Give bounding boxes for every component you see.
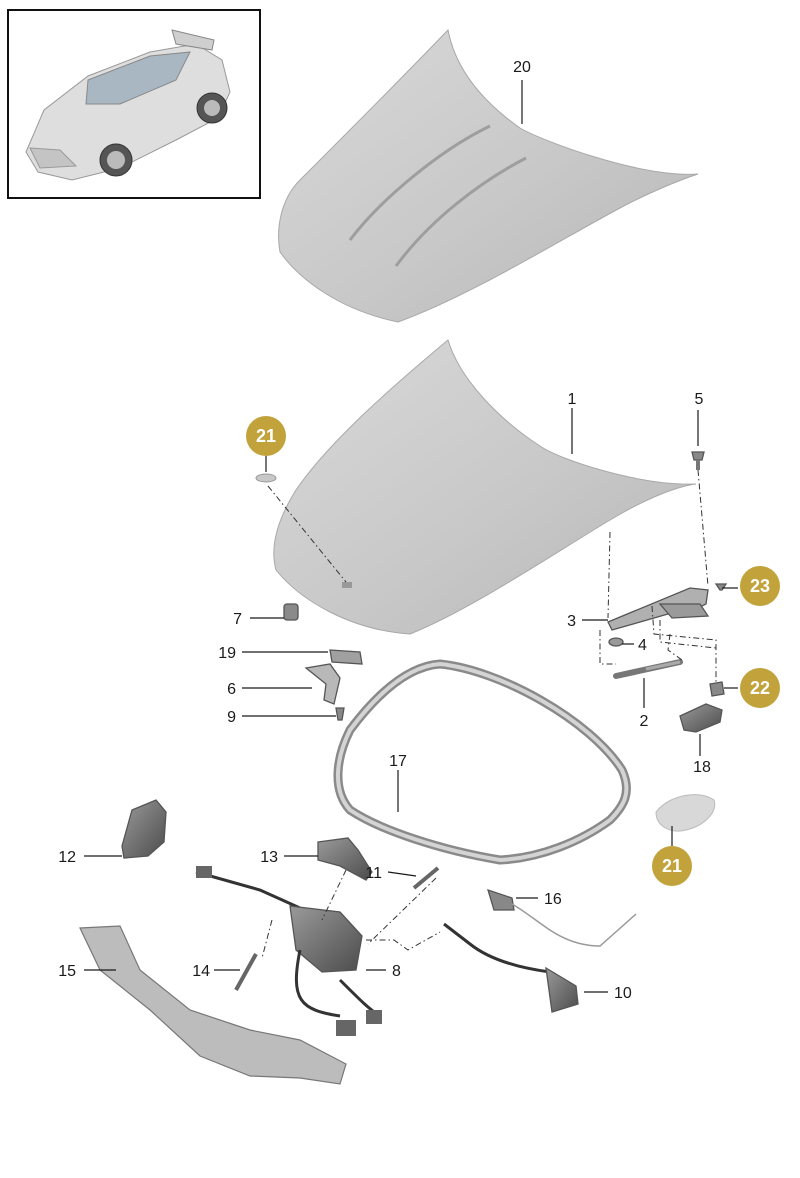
part-1-hood: [273, 339, 697, 635]
part-19-bracket: [329, 649, 363, 665]
part-3-hinge-bracket: [607, 587, 710, 631]
label-3: 3: [567, 613, 576, 630]
part-7-stop: [283, 603, 299, 621]
part-21-small-pad: [255, 473, 277, 483]
svg-text:21: 21: [256, 426, 276, 446]
label-17: 17: [389, 753, 407, 770]
vehicle-thumbnail: [7, 9, 261, 199]
label-5: 5: [695, 391, 704, 408]
badges: 21 23 22 21: [246, 416, 780, 886]
part-17-seal: [333, 659, 631, 865]
connector-lines: [261, 469, 717, 959]
badge-21-top: 21: [246, 416, 286, 456]
label-11: 11: [365, 865, 382, 882]
svg-text:22: 22: [750, 678, 770, 698]
badge-21-bottom: 21: [652, 846, 692, 886]
svg-text:21: 21: [662, 856, 682, 876]
label-19: 19: [218, 645, 236, 662]
part-10-release-cable: [443, 922, 579, 1013]
label-10: 10: [614, 985, 632, 1002]
part-22-clip: [709, 681, 725, 697]
part-18-buffer: [679, 703, 723, 733]
part-4-washer: [608, 637, 624, 647]
part-6-latch: [304, 663, 341, 705]
label-1: 1: [568, 391, 577, 408]
part-16-clip: [487, 888, 637, 947]
label-7: 7: [233, 611, 242, 628]
part-23-screw: [714, 583, 728, 591]
part-21-pad: [655, 794, 716, 832]
label-18: 18: [693, 759, 711, 776]
label-2: 2: [640, 713, 649, 730]
label-4: 4: [638, 637, 647, 654]
part-2-gas-strut: [613, 659, 683, 679]
leader-lines: [84, 80, 738, 993]
part-9-screw: [335, 707, 345, 721]
label-13: 13: [260, 849, 278, 866]
part-13-actuator: [317, 837, 373, 881]
part-14-bolt: [234, 953, 258, 991]
part-11-bolt: [412, 866, 440, 890]
badge-23: 23: [740, 566, 780, 606]
label-14: 14: [192, 963, 210, 980]
label-6: 6: [227, 681, 236, 698]
part-8-lock-harness: [195, 866, 382, 1036]
part-15-support: [79, 925, 347, 1085]
label-9: 9: [227, 709, 236, 726]
part-12-bracket: [121, 799, 167, 859]
part-labels: 20 1 5 3 4 2 18 7 19 6 9 17 12 13 11 16 …: [58, 59, 711, 1002]
label-12: 12: [58, 849, 76, 866]
label-8: 8: [392, 963, 401, 980]
part-5-bolt: [691, 451, 705, 470]
label-15: 15: [58, 963, 76, 980]
part-20-hood-panel: [278, 28, 699, 323]
badge-22: 22: [740, 668, 780, 708]
svg-text:23: 23: [750, 576, 770, 596]
label-20: 20: [513, 59, 531, 76]
label-16: 16: [544, 891, 562, 908]
